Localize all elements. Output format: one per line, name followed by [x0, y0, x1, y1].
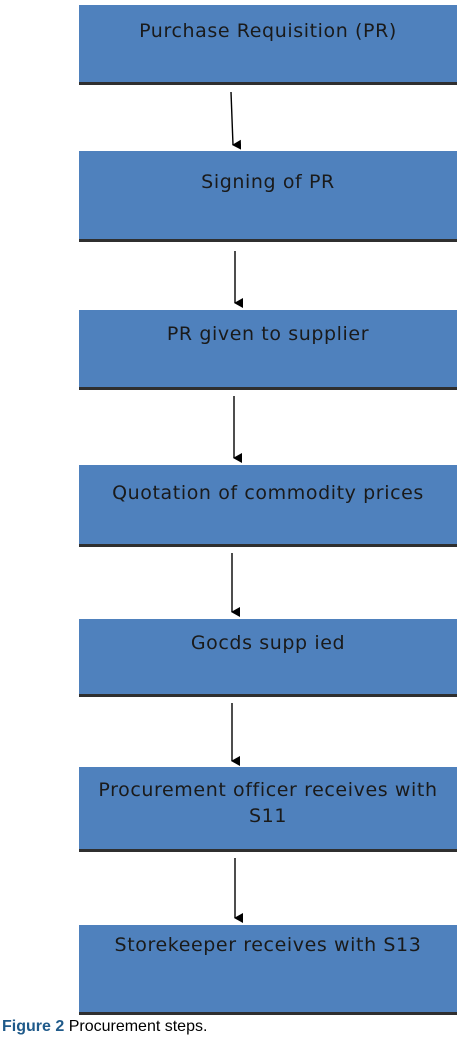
figure-caption: Figure 2 Procurement steps. [2, 1018, 207, 1036]
figure-caption-text: Procurement steps. [68, 1018, 208, 1035]
step-label: Procurement officer receives with S11 [98, 779, 438, 827]
step-quotation-of-prices: Quotation of commodity prices [79, 465, 457, 547]
step-procurement-officer-receives: Procurement officer receives with S11 [79, 767, 457, 852]
step-label: Purchase Requisition (PR) [139, 20, 397, 42]
step-label: Gocds supp ied [190, 632, 346, 654]
step-signing-of-pr: Signing of PR [79, 151, 457, 242]
step-goods-supplied: Gocds supp ied [79, 619, 457, 697]
step-storekeeper-receives: Storekeeper receives with S13 [79, 925, 457, 1015]
arrow-1-down [230, 91, 242, 150]
figure-label: Figure 2 [2, 1018, 65, 1035]
step-label: PR given to supplier [166, 323, 370, 345]
step-label: Storekeeper receives with S13 [114, 934, 422, 956]
step-pr-given-to-supplier: PR given to supplier [79, 310, 457, 390]
step-purchase-requisition: Purchase Requisition (PR) [79, 5, 457, 85]
step-label: Signing of PR [201, 171, 335, 193]
step-label: Quotation of commodity prices [112, 482, 424, 504]
